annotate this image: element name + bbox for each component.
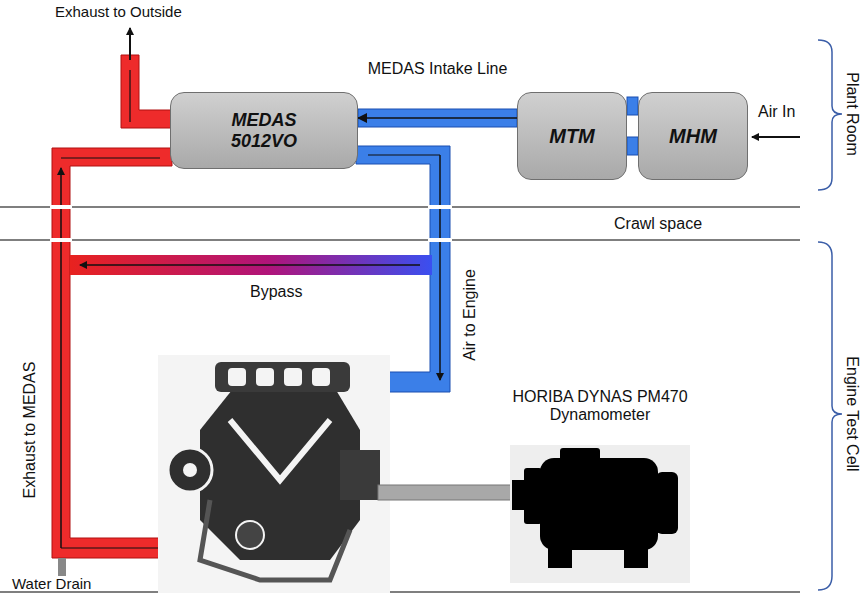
pipe-connector: [627, 97, 638, 155]
text-label: Engine Test Cell: [843, 356, 861, 471]
text-label: Water Drain: [12, 575, 91, 592]
engine-illustration: [158, 355, 390, 593]
process-box: MHM: [638, 92, 748, 180]
process-box: MTM: [517, 92, 627, 180]
edge-label: MEDAS Intake Line: [368, 60, 508, 78]
text-label: Plant Room: [843, 72, 861, 156]
text-label: Air In: [758, 103, 795, 121]
floor-line: [0, 591, 800, 593]
text-label: Air to Engine: [461, 269, 479, 361]
bracket: [818, 40, 842, 190]
pipe-connector: [358, 109, 517, 127]
box-label: MEDAS 5012VO: [209, 110, 319, 152]
ceiling-line: [0, 206, 800, 208]
box-label: MHM: [669, 125, 717, 148]
box-label: MTM: [549, 125, 595, 148]
text-label: Bypass: [250, 283, 302, 301]
bracket: [818, 242, 842, 590]
bypass-pipe: [70, 255, 432, 275]
text-label: Exhaust to Outside: [55, 3, 182, 20]
dynamometer-illustration: [510, 445, 690, 583]
process-box: MEDAS 5012VO: [170, 92, 358, 169]
drive-shaft: [378, 485, 518, 500]
water-drain-pipe: [58, 558, 66, 576]
text-label: Crawl space: [614, 215, 702, 233]
exhaust-pipe: [121, 55, 172, 128]
text-label: Exhaust to MEDAS: [21, 362, 39, 499]
text-label: HORIBA DYNAS PM470 Dynamometer: [500, 388, 700, 425]
floor-line: [0, 239, 800, 241]
